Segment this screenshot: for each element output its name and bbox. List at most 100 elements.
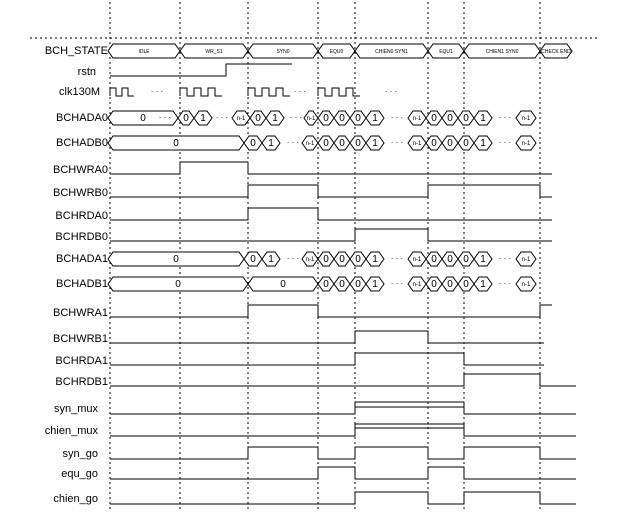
signal-label-bchwra0: BCHWRA0 bbox=[53, 164, 108, 176]
signal-label-bchada0: BCHADA0 bbox=[56, 112, 108, 124]
bchrdb1-wave bbox=[110, 373, 576, 387]
bchadb0-value-0-value: 0 bbox=[250, 138, 256, 149]
signal-label-bchrda0: BCHRDA0 bbox=[55, 210, 108, 222]
bchwrb1-wave bbox=[110, 330, 544, 344]
bchadb0-value-7 bbox=[365, 135, 385, 151]
signal-label-bchrdb0: BCHRDB0 bbox=[55, 231, 108, 243]
bchrda1-wave bbox=[110, 352, 544, 366]
bchada0-value-13-value: n-1 bbox=[413, 116, 422, 122]
bchada0-value-17 bbox=[473, 110, 493, 126]
bchada0-value-3-value: n-1 bbox=[237, 116, 246, 122]
signal-label-bchrdb1: BCHRDB1 bbox=[55, 376, 108, 388]
ellipsis: · · · bbox=[159, 113, 171, 122]
bchada1-ellipsis: · · · bbox=[287, 254, 299, 263]
bchada1-value-15 bbox=[515, 251, 537, 267]
bchadb1-value-0-value: 0 bbox=[323, 279, 329, 290]
clock-segment bbox=[317, 87, 360, 97]
bchada0-value-9-value: 0 bbox=[339, 113, 345, 124]
bchada1-value-9-value: n-1 bbox=[413, 257, 422, 263]
bchada0-ellipsis: · · · bbox=[499, 113, 511, 122]
bchadb1-value-9 bbox=[473, 276, 493, 292]
equ-go-wave bbox=[110, 466, 576, 480]
state-4-value: EQU0 bbox=[330, 49, 344, 55]
bchada1-value-11-value: 0 bbox=[447, 254, 453, 265]
signal-label-bchwrb0: BCHWRB0 bbox=[53, 187, 108, 199]
bchwra0-wave bbox=[110, 161, 552, 175]
chien-mux-wave bbox=[110, 423, 576, 437]
bchada0-value-5-value: 1 bbox=[272, 113, 278, 124]
bchada0-ellipsis: · · · bbox=[216, 113, 228, 122]
bchadb0-ellipsis: · · · bbox=[391, 138, 403, 147]
bchwra1-wave bbox=[110, 304, 552, 318]
bchadb0-value-12-value: 0 bbox=[463, 138, 469, 149]
bchada0-value-10-value: 0 bbox=[355, 113, 361, 124]
signal-label-clk130m: clk130M bbox=[59, 86, 100, 98]
signal-label-chien-go: chien_go bbox=[53, 493, 98, 505]
bchada1-value-4-value: 0 bbox=[323, 254, 329, 265]
bchada0-value-17-value: 1 bbox=[480, 113, 486, 124]
signal-label-bchwra1: BCHWRA1 bbox=[53, 307, 108, 319]
bchadb1-value-11-value: n-1 bbox=[522, 282, 531, 288]
signal-label-bchadb0: BCHADB0 bbox=[56, 137, 108, 149]
bchadb1-value-11 bbox=[515, 276, 537, 292]
bchadb0-value-1-value: 1 bbox=[268, 138, 274, 149]
state-2-value: WR_S1 bbox=[205, 49, 222, 55]
clock-segment bbox=[247, 87, 290, 97]
bchada0-idle-value-value: 0 bbox=[140, 113, 146, 124]
bchadb1-value-9-value: 1 bbox=[480, 279, 486, 290]
bchada0-value-14-value: 0 bbox=[431, 113, 437, 124]
bchadb1-idle-value-value: 0 bbox=[175, 279, 181, 290]
bchadb1-syn0-value-value: 0 bbox=[280, 279, 286, 290]
clock-segment bbox=[179, 87, 222, 97]
state-5-value: CHIEN0 SYN1 bbox=[375, 49, 408, 55]
bchadb1-ellipsis: · · · bbox=[391, 279, 403, 288]
bchadb1-value-1-value: 0 bbox=[339, 279, 345, 290]
bchada1-value-12-value: 0 bbox=[463, 254, 469, 265]
signal-label-syn-go: syn_go bbox=[63, 448, 98, 460]
bchadb0-value-10-value: 0 bbox=[431, 138, 437, 149]
bchadb0-value-9-value: n-1 bbox=[413, 141, 422, 147]
state-3-value: SYN0 bbox=[276, 49, 289, 55]
signal-label-bchwrb1: BCHWRB1 bbox=[53, 333, 108, 345]
bchada0-ellipsis: · · · bbox=[391, 113, 403, 122]
bchada1-value-3-value: n-1 bbox=[306, 257, 315, 263]
syn-go-wave bbox=[110, 446, 576, 460]
bchada0-ellipsis: · · · bbox=[290, 113, 302, 122]
bchrdb0-wave bbox=[110, 228, 552, 242]
bchwrb0-wave bbox=[110, 184, 552, 198]
state-6-value: EQU1 bbox=[439, 49, 453, 55]
bchada0-value-0-value: 0 bbox=[183, 113, 189, 124]
bchada1-value-15-value: n-1 bbox=[522, 257, 531, 263]
bchadb0-value-15-value: n-1 bbox=[522, 141, 531, 147]
bchada1-value-7 bbox=[365, 251, 385, 267]
bchada0-value-8-value: 0 bbox=[323, 113, 329, 124]
bchada1-value-7-value: 1 bbox=[372, 254, 378, 265]
bchadb0-value-6-value: 0 bbox=[355, 138, 361, 149]
bchrda0-wave bbox=[110, 207, 552, 221]
bchadb1-value-2-value: 0 bbox=[355, 279, 361, 290]
bchada1-value-13-value: 1 bbox=[480, 254, 486, 265]
signal-label-chien-mux: chien_mux bbox=[45, 425, 99, 437]
bchada0-value-15-value: 0 bbox=[447, 113, 453, 124]
bchada1-value-0-value: 0 bbox=[250, 254, 256, 265]
bchadb0-value-13-value: 1 bbox=[480, 138, 486, 149]
bchada0-value-7-value: n-1 bbox=[307, 116, 316, 122]
bchada1-idle-value-value: 0 bbox=[173, 254, 179, 265]
signal-label-equ-go: equ_go bbox=[61, 468, 98, 480]
bchada1-ellipsis: · · · bbox=[391, 254, 403, 263]
bchadb0-ellipsis: · · · bbox=[499, 138, 511, 147]
bchadb0-value-3-value: n-1 bbox=[306, 141, 315, 147]
bchadb0-value-1 bbox=[261, 135, 281, 151]
bchadb0-idle-value-value: 0 bbox=[173, 138, 179, 149]
clock-ellipsis: · · · bbox=[151, 87, 163, 96]
bchadb0-ellipsis: · · · bbox=[287, 138, 299, 147]
clock-ellipsis: · · · bbox=[385, 87, 397, 96]
bchada1-value-5-value: 0 bbox=[339, 254, 345, 265]
signal-label-bch-state: BCH_STATE bbox=[45, 45, 108, 57]
bchada0-value-1-value: 1 bbox=[200, 113, 206, 124]
bchada1-ellipsis: · · · bbox=[499, 254, 511, 263]
state-8 bbox=[539, 43, 573, 59]
